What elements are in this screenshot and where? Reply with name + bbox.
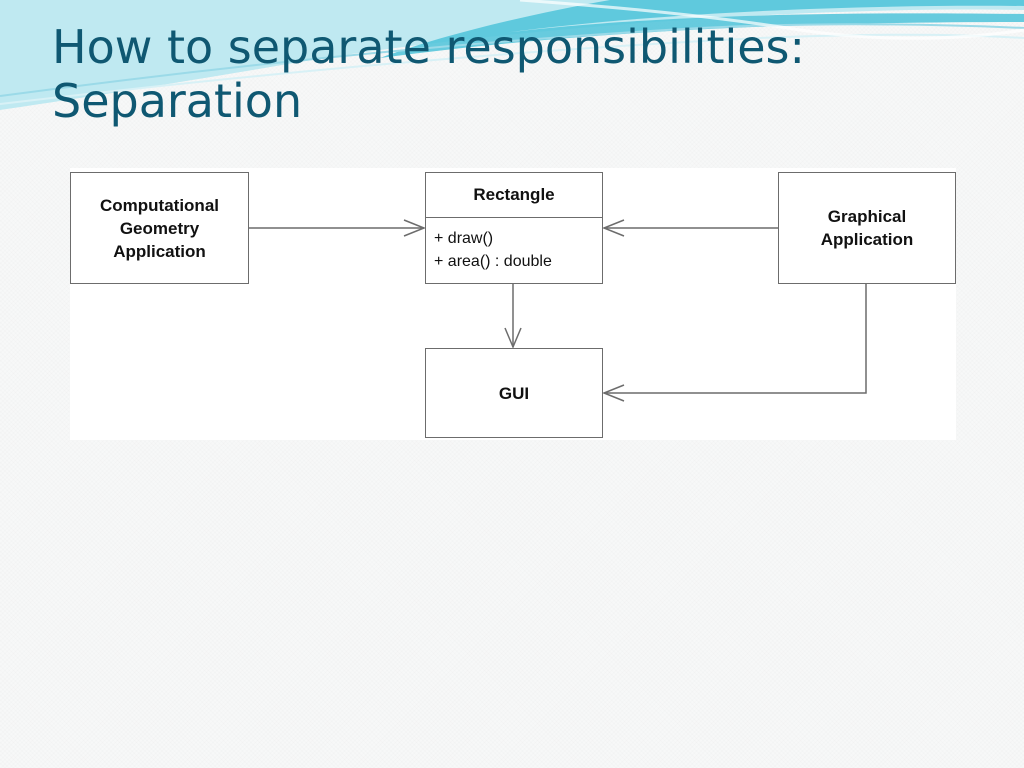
rectangle-operations: + draw() + area() : double (434, 227, 598, 273)
gui-box: GUI (425, 348, 603, 438)
rectangle-class-name: Rectangle (426, 173, 602, 218)
rectangle-operation-draw: + draw() (434, 230, 494, 247)
header-swoosh-decoration (0, 0, 1024, 110)
graphical-application-label: Graphical Application (820, 207, 914, 249)
gui-label: GUI (498, 383, 530, 403)
computational-geometry-application-box: Computational Geometry Application (70, 172, 249, 284)
slide-title-line-1: How to separate responsibilities: (52, 20, 806, 74)
slide-title: How to separate responsibilities: Separa… (52, 20, 992, 128)
slide-title-line-2: Separation (52, 74, 303, 128)
computational-geometry-application-label: Computational Geometry Application (100, 195, 219, 261)
rectangle-class-box: Rectangle + draw() + area() : double (425, 172, 603, 284)
graphical-application-box: Graphical Application (778, 172, 956, 284)
rectangle-operation-area: + area() : double (434, 253, 552, 270)
